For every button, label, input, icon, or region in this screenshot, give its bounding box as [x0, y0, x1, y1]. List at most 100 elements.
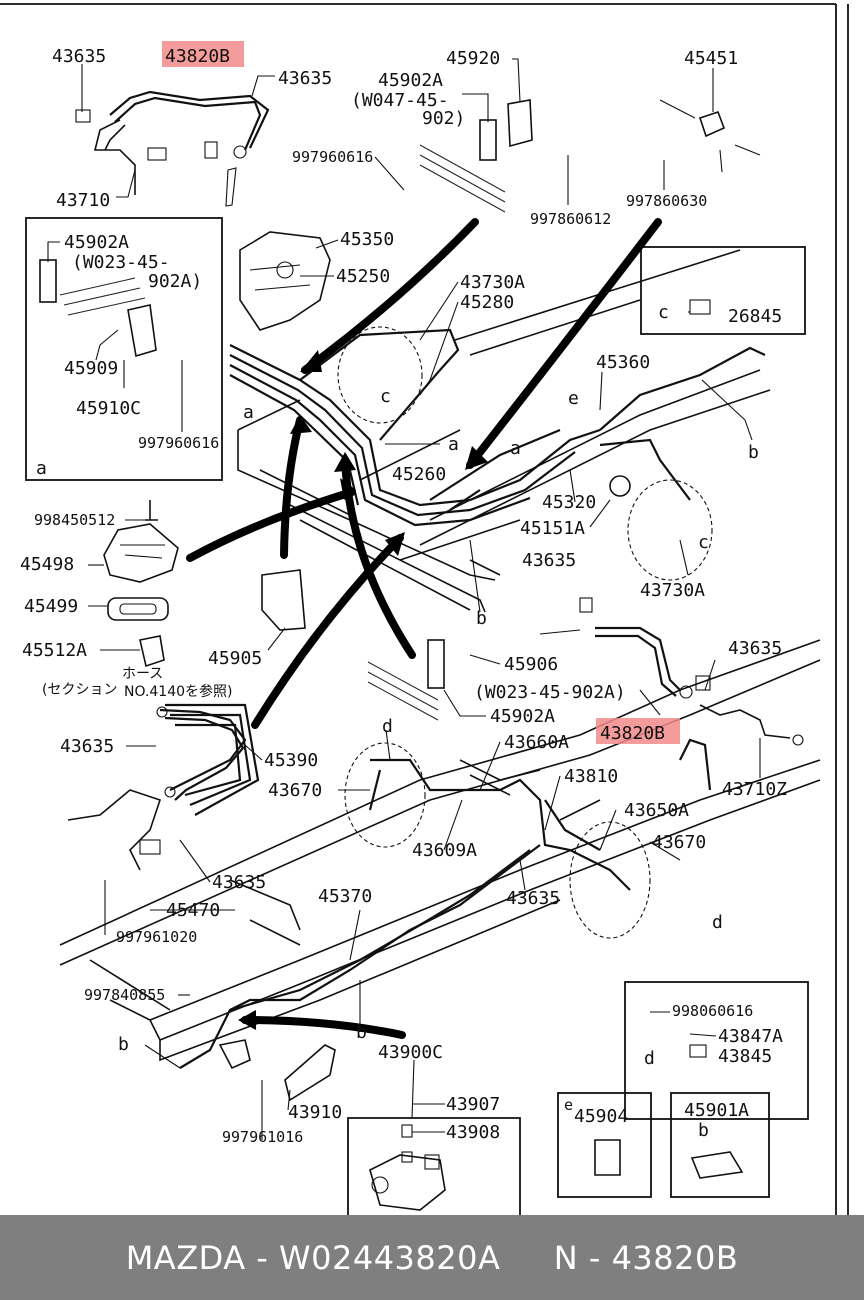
label-c: c [698, 532, 709, 553]
label-45904: 45904 [574, 1106, 628, 1127]
label-43730a: 43730A [460, 272, 525, 293]
label-w047: (W047-45- [351, 90, 449, 111]
label-43635: 43635 [278, 68, 332, 89]
label-w047-cont: 902) [422, 108, 465, 129]
brake-pipes-top [229, 328, 766, 527]
label-43907: 43907 [446, 1094, 500, 1115]
label-45260: 45260 [392, 464, 446, 485]
label-998060616: 998060616 [672, 1002, 753, 1020]
clamp-45902a-mid [427, 639, 445, 689]
callout-arrows [186, 218, 662, 1039]
clamp-45902a-top [479, 119, 497, 161]
clamp-plate-45910c [127, 304, 157, 358]
label-45250: 45250 [336, 266, 390, 287]
label-997860630: 997860630 [626, 192, 707, 210]
label-43810: 43810 [564, 766, 618, 787]
parts-diagram: 43635 43820B 43635 43710 45920 45902A (W… [0, 3, 849, 1215]
detail-box-b [670, 1092, 770, 1198]
label-d: d [382, 716, 393, 737]
label-45470: 45470 [166, 900, 220, 921]
label-45902a: 45902A [378, 70, 443, 91]
leader-lines [47, 58, 761, 1140]
label-45280: 45280 [460, 292, 514, 313]
footer-caption-bar: MAZDA - W02443820A N - 43820B [0, 1215, 864, 1300]
hatch-strips [59, 144, 506, 721]
label-45350: 45350 [340, 229, 394, 250]
label-43710z: 43710Z [722, 779, 787, 800]
label-43845: 43845 [718, 1046, 772, 1067]
label-43820b: 43820B [165, 46, 230, 67]
highlight-43820b-top [162, 41, 244, 67]
label-45498: 45498 [20, 554, 74, 575]
label-a: a [448, 434, 459, 455]
label-45909: 45909 [64, 358, 118, 379]
highlight-43820b-right [596, 718, 680, 744]
label-45905: 45905 [208, 648, 262, 669]
brake-hose-43820b-right [579, 597, 804, 746]
bracket-45905 [261, 569, 306, 631]
label-a: a [510, 438, 521, 459]
label-ref-jp: NO.4140を参照) [124, 683, 232, 700]
label-45451: 45451 [684, 48, 738, 69]
master-cylinder-icon [239, 231, 331, 331]
proportioning-valve-43900c [369, 1124, 446, 1211]
brake-drum-rr [569, 821, 651, 939]
label-w023: (W023-45- [72, 252, 170, 273]
clip-45901a [690, 1151, 744, 1179]
label-997840855: 997840855 [84, 986, 165, 1004]
label-997960616: 997960616 [292, 148, 373, 166]
bolt-998450512 [145, 500, 158, 521]
label-43670: 43670 [652, 832, 706, 853]
label-b: b [118, 1034, 129, 1055]
clip-45512a [139, 635, 165, 668]
insulator-45498 [103, 523, 179, 583]
part-labels: 43635 43820B 43635 43710 45920 45902A (W… [20, 46, 787, 1146]
label-45499: 45499 [24, 596, 78, 617]
label-26845: 26845 [728, 306, 782, 327]
label-e: e [568, 388, 579, 409]
label-section-jp: (セクション [42, 682, 117, 698]
label-45320: 45320 [542, 492, 596, 513]
small-arrows [225, 99, 761, 635]
brake-drum-fr [627, 479, 713, 581]
label-45902a: 45902A [490, 706, 555, 727]
label-43635: 43635 [52, 46, 106, 67]
label-b: b [476, 608, 487, 629]
label-997961020: 997961020 [116, 928, 197, 946]
label-43609a: 43609A [412, 840, 477, 861]
clamp-45902a-box [39, 259, 57, 303]
label-a: a [243, 402, 254, 423]
detail-box-a [25, 217, 223, 481]
label-45370: 45370 [318, 886, 372, 907]
label-w023-cont: 902A) [148, 271, 202, 292]
bracket-45920 [507, 99, 533, 148]
label-43635: 43635 [728, 638, 782, 659]
clip-45904 [594, 1139, 621, 1176]
label-997860612: 997860612 [530, 210, 611, 228]
brake-hose-43820b-top [75, 90, 270, 195]
label-box-c: c [658, 302, 669, 323]
label-45910c: 45910C [76, 398, 141, 419]
union-45451 [698, 110, 726, 138]
label-b: b [356, 1022, 367, 1043]
label-45512a: 45512A [22, 640, 87, 661]
bracket-45470 [67, 789, 162, 871]
rear-hose-assembly [156, 706, 247, 801]
label-box-b: b [698, 1120, 709, 1141]
label-997960616: 997960616 [138, 434, 219, 452]
brake-drum-rl [344, 742, 426, 848]
label-43660a: 43660A [504, 732, 569, 753]
label-hose-jp: ホース [122, 666, 163, 682]
joint-block [218, 1039, 251, 1070]
label-43908: 43908 [446, 1122, 500, 1143]
footer-caption: MAZDA - W02443820A N - 43820B [125, 1238, 739, 1277]
grommet-45151a [609, 475, 631, 497]
brake-drum-fl [337, 326, 423, 424]
label-45902a: 45902A [64, 232, 129, 253]
label-d: d [712, 912, 723, 933]
label-b: b [748, 442, 759, 463]
grommet-45499 [107, 597, 169, 621]
clip-26845 [689, 299, 711, 315]
label-box-a: a [36, 458, 47, 479]
label-43635: 43635 [522, 550, 576, 571]
